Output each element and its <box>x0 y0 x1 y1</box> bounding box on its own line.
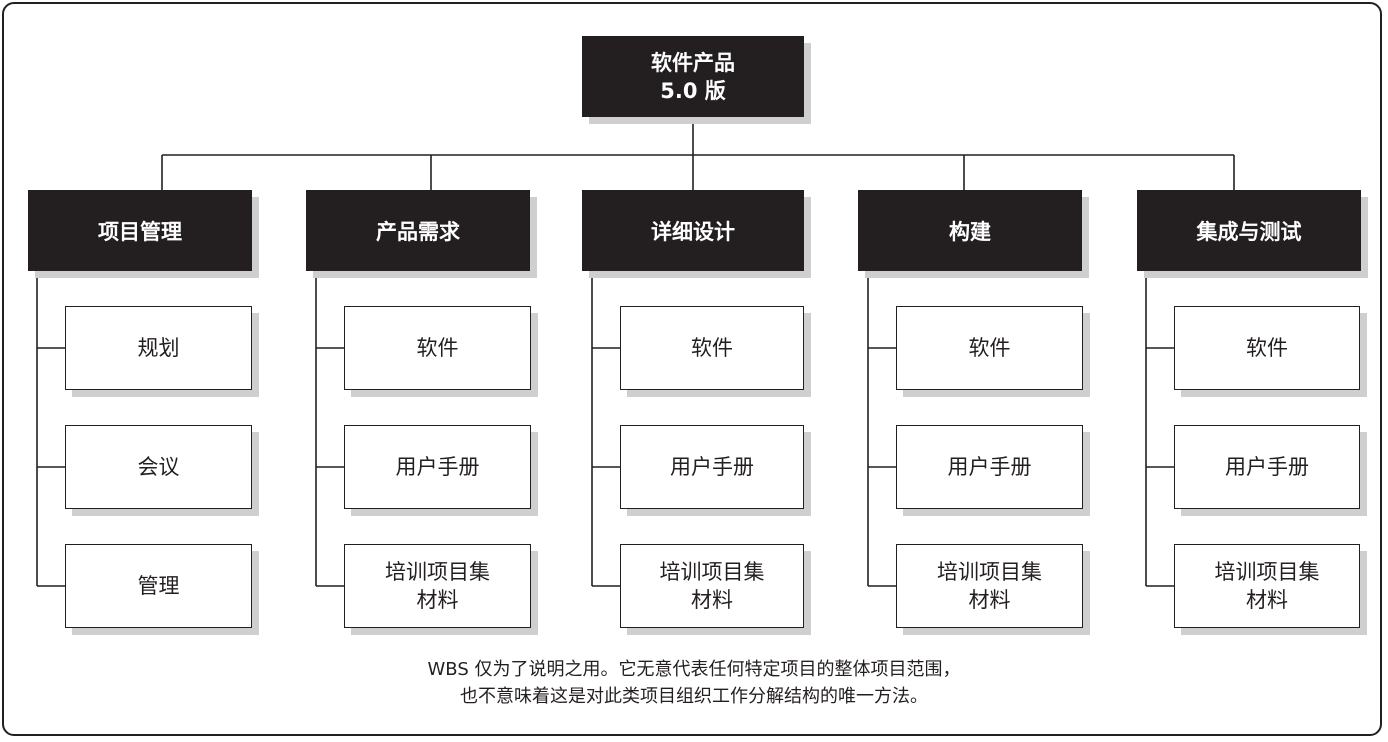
wbs-item: 软件 <box>1174 306 1360 390</box>
column-header-project-management: 项目管理 <box>28 190 252 271</box>
wbs-item-label: 培训项目集 材料 <box>659 560 765 612</box>
wbs-item-label: 用户手册 <box>947 455 1032 479</box>
wbs-item: 用户手册 <box>1174 425 1360 509</box>
wbs-item: 规划 <box>65 306 252 390</box>
wbs-item: 用户手册 <box>896 425 1083 509</box>
root-title: 软件产品 <box>651 50 735 75</box>
wbs-item: 软件 <box>620 306 804 390</box>
wbs-item: 培训项目集 材料 <box>1174 544 1360 628</box>
wbs-item-label: 软件 <box>1246 336 1288 360</box>
root-version: 5.0 版 <box>660 78 726 103</box>
column-header-detailed-design: 详细设计 <box>582 190 804 271</box>
wbs-item-label: 用户手册 <box>395 455 480 479</box>
wbs-item-label: 规划 <box>137 336 180 360</box>
wbs-item-label: 培训项目集 材料 <box>937 560 1042 612</box>
wbs-item-label: 会议 <box>137 455 180 479</box>
wbs-item: 培训项目集 材料 <box>620 544 804 628</box>
wbs-item: 培训项目集 材料 <box>344 544 531 628</box>
wbs-item-label: 用户手册 <box>670 455 754 479</box>
caption-line: 也不意味着这是对此类项目组织工作分解结构的唯一方法。 <box>460 686 928 707</box>
wbs-item-label: 用户手册 <box>1225 455 1309 479</box>
caption-line: WBS 仅为了说明之用。它无意代表任何特定项目的整体项目范围， <box>427 659 961 680</box>
diagram-caption: WBS 仅为了说明之用。它无意代表任何特定项目的整体项目范围， 也不意味着这是对… <box>0 656 1388 710</box>
column-header-integration-testing: 集成与测试 <box>1137 190 1361 271</box>
wbs-item: 会议 <box>65 425 252 509</box>
wbs-item-label: 软件 <box>416 336 459 360</box>
column-header-product-requirements: 产品需求 <box>306 190 530 271</box>
root-node: 软件产品 5.0 版 <box>582 36 804 117</box>
column-header-label: 详细设计 <box>651 219 735 244</box>
wbs-item: 软件 <box>896 306 1083 390</box>
wbs-item: 培训项目集 材料 <box>896 544 1083 628</box>
column-header-label: 项目管理 <box>98 219 182 244</box>
wbs-item-label: 培训项目集 材料 <box>385 560 490 612</box>
column-header-label: 集成与测试 <box>1196 219 1302 244</box>
wbs-item: 用户手册 <box>620 425 804 509</box>
wbs-item: 管理 <box>65 544 252 628</box>
wbs-item: 用户手册 <box>344 425 531 509</box>
wbs-item: 软件 <box>344 306 531 390</box>
wbs-item-label: 软件 <box>968 336 1011 360</box>
wbs-item-label: 培训项目集 材料 <box>1214 560 1320 612</box>
wbs-item-label: 软件 <box>691 336 733 360</box>
column-header-label: 构建 <box>949 219 991 244</box>
column-header-label: 产品需求 <box>376 219 460 244</box>
column-header-build: 构建 <box>858 190 1082 271</box>
wbs-item-label: 管理 <box>137 574 180 598</box>
